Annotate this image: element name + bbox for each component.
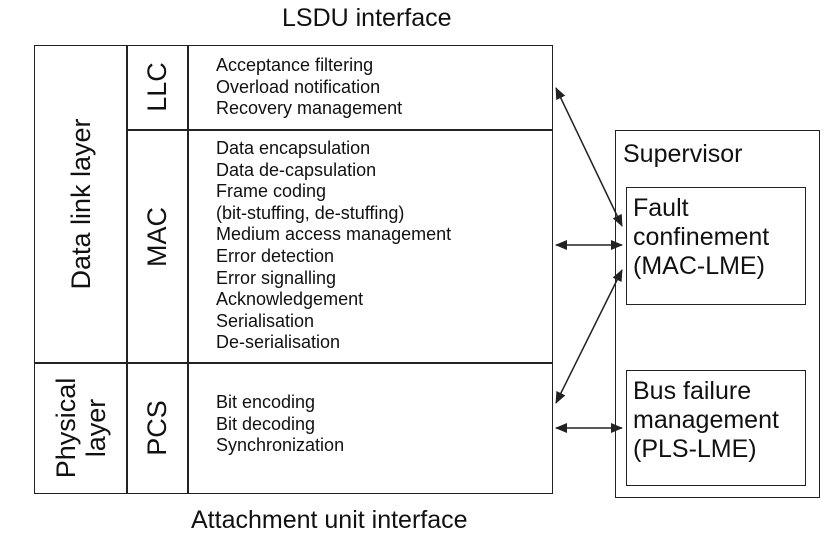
mac-function: Frame coding (216, 181, 327, 202)
pcs-function: Synchronization (216, 435, 345, 456)
mac-function: Data encapsulation (216, 138, 371, 158)
sublayer-column-divider (187, 45, 189, 494)
bus-failure-line3: (PLS-LME) (633, 435, 757, 463)
layer-column-divider (126, 45, 128, 494)
lsdu-interface-label: LSDU interface (282, 4, 452, 32)
llc-function: Overload notification (216, 76, 381, 97)
mac-function: (bit-stuffing, de-stuffing) (216, 202, 405, 223)
fault-confinement-line3: (MAC-LME) (633, 252, 765, 280)
mac-function: Error signalling (216, 267, 337, 288)
mac-function: De-serialisation (216, 332, 341, 353)
pcs-function-list: Bit encoding Bit decoding Synchronizatio… (216, 392, 344, 457)
mac-function: Data de-capsulation (216, 159, 377, 180)
pcs-function: Bit encoding (216, 392, 316, 412)
fault-confinement-box: Fault confinement (MAC-LME) (626, 187, 806, 305)
llc-to-fault-arrow (555, 87, 623, 227)
pcs-function: Bit decoding (216, 413, 316, 434)
mac-function: Acknowledgement (216, 289, 364, 310)
llc-mac-divider (126, 129, 553, 131)
mac-function: Serialisation (216, 310, 315, 331)
layer-stack-frame (34, 45, 553, 494)
llc-function: Recovery management (216, 98, 403, 119)
mac-function: Error detection (216, 245, 335, 266)
mac-function: Medium access management (216, 224, 452, 245)
fault-confinement-line1: Fault (633, 194, 689, 222)
bus-failure-box: Bus failure management (PLS-LME) (626, 370, 806, 486)
attachment-unit-interface-label: Attachment unit interface (191, 506, 468, 534)
llc-function-list: Acceptance filtering Overload notificati… (216, 55, 402, 120)
llc-function: Acceptance filtering (216, 55, 374, 75)
fault-confinement-line2: confinement (633, 223, 770, 251)
supervisor-title: Supervisor (623, 140, 743, 168)
bus-failure-line2: management (633, 406, 779, 434)
pcs-to-fault-arrow (555, 269, 623, 404)
datalink-physical-divider (34, 362, 553, 364)
bus-failure-line1: Bus failure (633, 377, 752, 405)
mac-function-list: Data encapsulation Data de-capsulation F… (216, 138, 451, 354)
